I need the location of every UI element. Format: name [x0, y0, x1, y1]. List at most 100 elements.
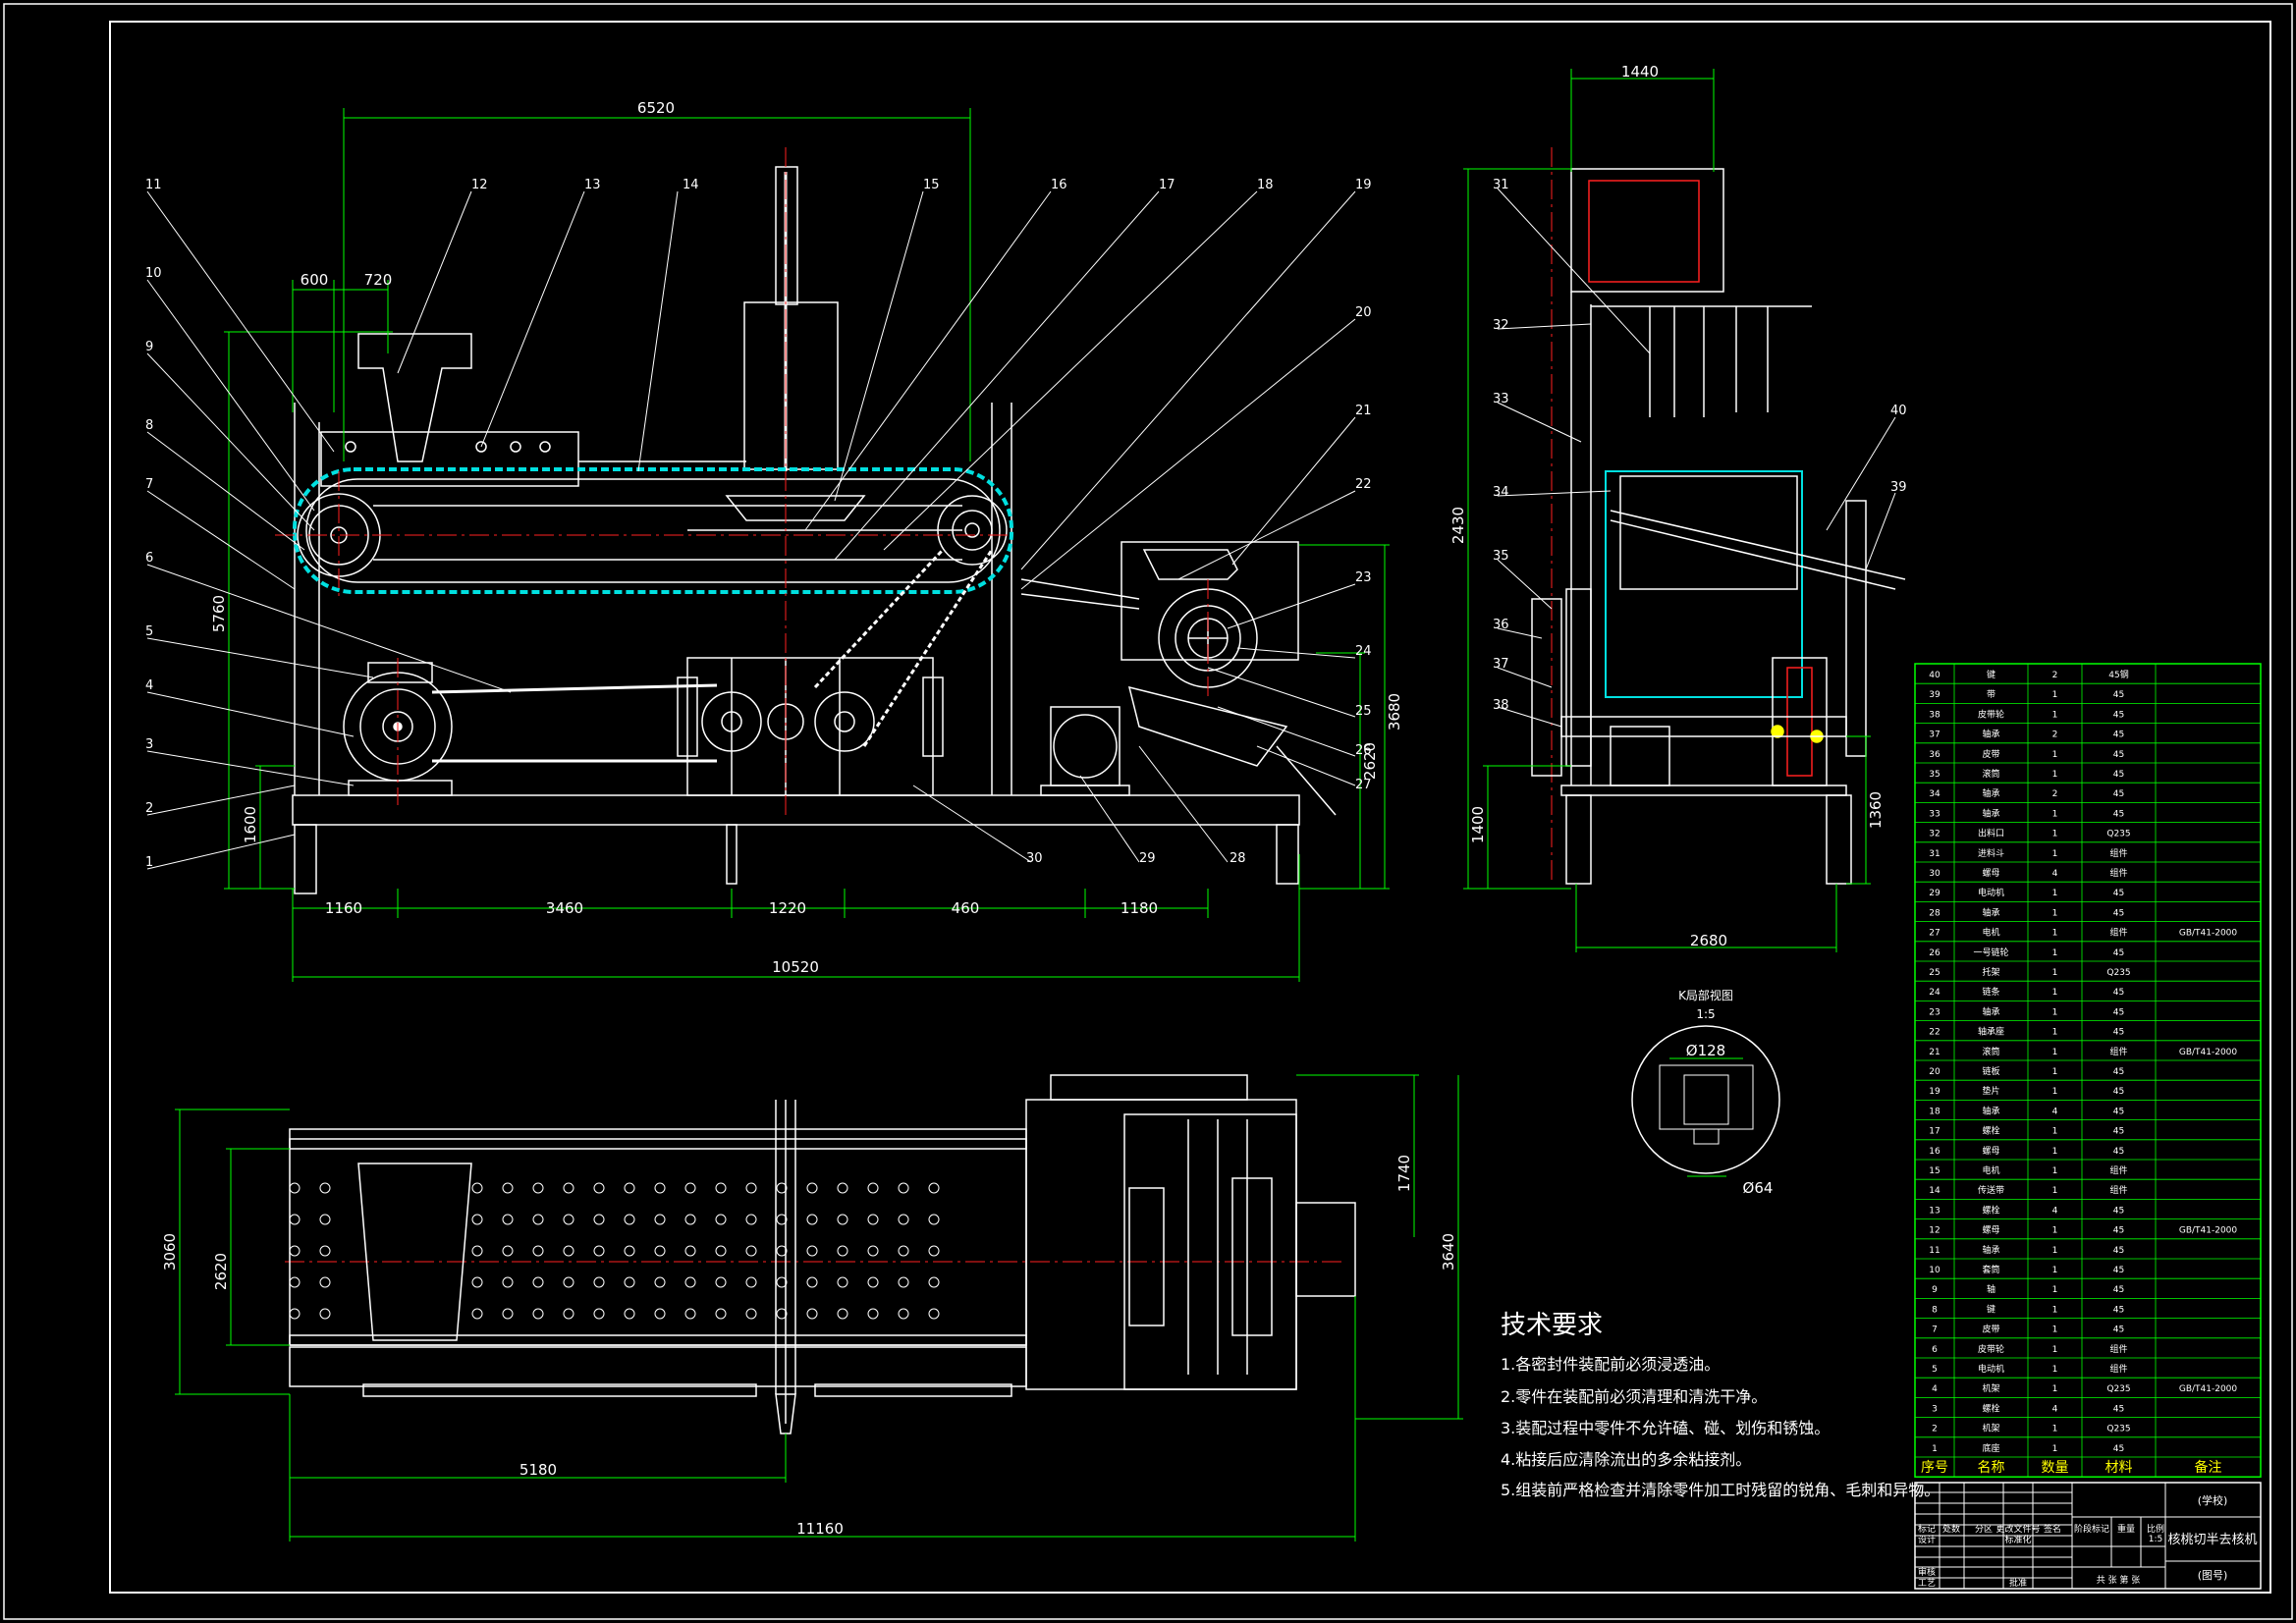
plate-hole — [715, 1276, 727, 1288]
dim-460: 460 — [952, 899, 980, 917]
tb-label-design: 设计 — [1918, 1534, 1936, 1545]
plate-hole — [898, 1182, 909, 1194]
callout-28: 28 — [1230, 851, 1246, 866]
plate-hole — [928, 1308, 940, 1320]
bom-cell: 1 — [2052, 1384, 2058, 1394]
bom-cell: 1 — [2052, 710, 2058, 720]
callout-15: 15 — [923, 178, 940, 192]
tb-label-sign: 签名 — [2044, 1523, 2061, 1535]
plate-hole — [806, 1214, 818, 1225]
callout-8: 8 — [145, 418, 153, 433]
bom-cell: 1 — [1932, 1444, 1938, 1454]
inner-border — [109, 21, 2271, 1594]
dim-side-top: 1440 — [1621, 63, 1659, 81]
bom-cell: 20 — [1929, 1067, 1941, 1077]
plate-hole — [532, 1245, 544, 1257]
plate-hole — [593, 1214, 605, 1225]
plate-hole — [654, 1214, 666, 1225]
bom-cell: 机架 — [1982, 1423, 1999, 1434]
bom-cell: 45 — [2113, 1206, 2124, 1216]
bom-cell: 26 — [1929, 948, 1941, 958]
callout-36: 36 — [1493, 618, 1509, 632]
plate-hole — [776, 1214, 788, 1225]
side-view — [1531, 168, 1906, 885]
callout-23: 23 — [1355, 570, 1372, 585]
bom-cell: 轴承 — [1982, 1105, 1999, 1116]
bom-cell: 轴承 — [1982, 1244, 1999, 1256]
dim-total: 10520 — [772, 958, 819, 976]
bom-cell: 组件 — [2109, 1184, 2127, 1196]
tb-label-weight: 重量 — [2117, 1523, 2135, 1535]
bom-cell: GB/T41-2000 — [2179, 929, 2238, 939]
bom-cell: 45 — [2113, 1246, 2124, 1256]
dim-side-bottom: 2680 — [1690, 932, 1727, 949]
callout-7: 7 — [145, 477, 153, 492]
bom-cell: 21 — [1929, 1048, 1940, 1057]
dim-plan-3060: 3060 — [161, 1233, 179, 1271]
bom-header-1: 名称 — [1978, 1460, 2005, 1476]
bom-cell: 45 — [2113, 809, 2124, 819]
plate-hole — [867, 1276, 879, 1288]
bom-cell: GB/T41-2000 — [2179, 1226, 2238, 1236]
callout-40: 40 — [1890, 404, 1907, 418]
bom-cell: 39 — [1929, 690, 1941, 700]
bom-cell: 键 — [1987, 669, 1995, 680]
bom-cell: 35 — [1929, 770, 1940, 780]
plate-hole — [624, 1182, 635, 1194]
side-leaders — [1497, 188, 1896, 728]
plate-hole — [471, 1308, 483, 1320]
bom-cell: 10 — [1929, 1266, 1941, 1275]
plate-hole — [502, 1182, 514, 1194]
bom-cell: 1 — [2052, 1365, 2058, 1375]
bom-cell: 1 — [2052, 1444, 2058, 1454]
bom-cell: 45 — [2113, 1404, 2124, 1414]
plate-hole — [289, 1214, 301, 1225]
bom-cell: 45 — [2113, 1028, 2124, 1038]
tb-label-zone: 分区 — [1975, 1524, 1993, 1535]
callout-39: 39 — [1890, 480, 1907, 495]
bom-cell: 1 — [2052, 1007, 2058, 1017]
bom-cell: 轴承座 — [1978, 1026, 2004, 1038]
plate-hole — [502, 1276, 514, 1288]
tb-label-mark: 标记 — [1918, 1523, 1936, 1535]
plate-hole — [563, 1276, 574, 1288]
tech-item-3: 3.装配过程中零件不允许磕、碰、划伤和锈蚀。 — [1501, 1419, 1830, 1437]
plate-hole — [928, 1182, 940, 1194]
bom-cell: 1 — [2052, 1246, 2058, 1256]
tb-label-scale: 比例 — [2147, 1523, 2164, 1535]
plate-hole — [624, 1308, 635, 1320]
plate-hole — [898, 1308, 909, 1320]
plate-hole — [319, 1245, 331, 1257]
bom-cell: 18 — [1929, 1107, 1941, 1116]
plate-hole — [654, 1182, 666, 1194]
detail-title: K局部视图 — [1678, 988, 1733, 1002]
bom-cell: 链条 — [1982, 986, 1999, 998]
bom-cell: 1 — [2052, 770, 2058, 780]
bom-cell: 1 — [2052, 1048, 2058, 1057]
front-dimension-text: 6520 600 720 5760 1600 1160 3460 1220 46… — [210, 99, 1403, 976]
callout-21: 21 — [1355, 404, 1372, 418]
detail-view: K局部视图 1:5 Ø128 Ø64 — [1631, 988, 1780, 1197]
bom-cell: 轴承 — [1982, 729, 1999, 740]
bom-cell: 4 — [2052, 1206, 2058, 1216]
bom-cell: 45 — [2113, 1147, 2124, 1157]
callout-32: 32 — [1493, 318, 1509, 333]
dim-3680: 3680 — [1386, 693, 1403, 730]
tb-label-sheets: 共 张 第 张 — [2097, 1574, 2141, 1586]
bom-cell: 45 — [2113, 690, 2124, 700]
plate-hole — [684, 1245, 696, 1257]
plate-hole — [532, 1214, 544, 1225]
tech-item-5: 5.组装前严格检查并清除零件加工时残留的锐角、毛刺和异物。 — [1501, 1481, 1940, 1499]
tech-item-2: 2.零件在装配前必须清理和清洗干净。 — [1501, 1387, 1767, 1406]
bom-cell: 4 — [2052, 869, 2058, 879]
plate-hole — [471, 1276, 483, 1288]
plate-hole — [593, 1276, 605, 1288]
plate-hole — [776, 1276, 788, 1288]
dim-side-1400: 1400 — [1469, 806, 1487, 843]
bom-cell: 1 — [2052, 1345, 2058, 1355]
bom-cell: 23 — [1929, 1007, 1940, 1017]
plate-hole — [715, 1245, 727, 1257]
plate-hole — [837, 1276, 848, 1288]
side-dimension-text: 1440 2430 1400 1360 2680 — [1449, 63, 1885, 949]
